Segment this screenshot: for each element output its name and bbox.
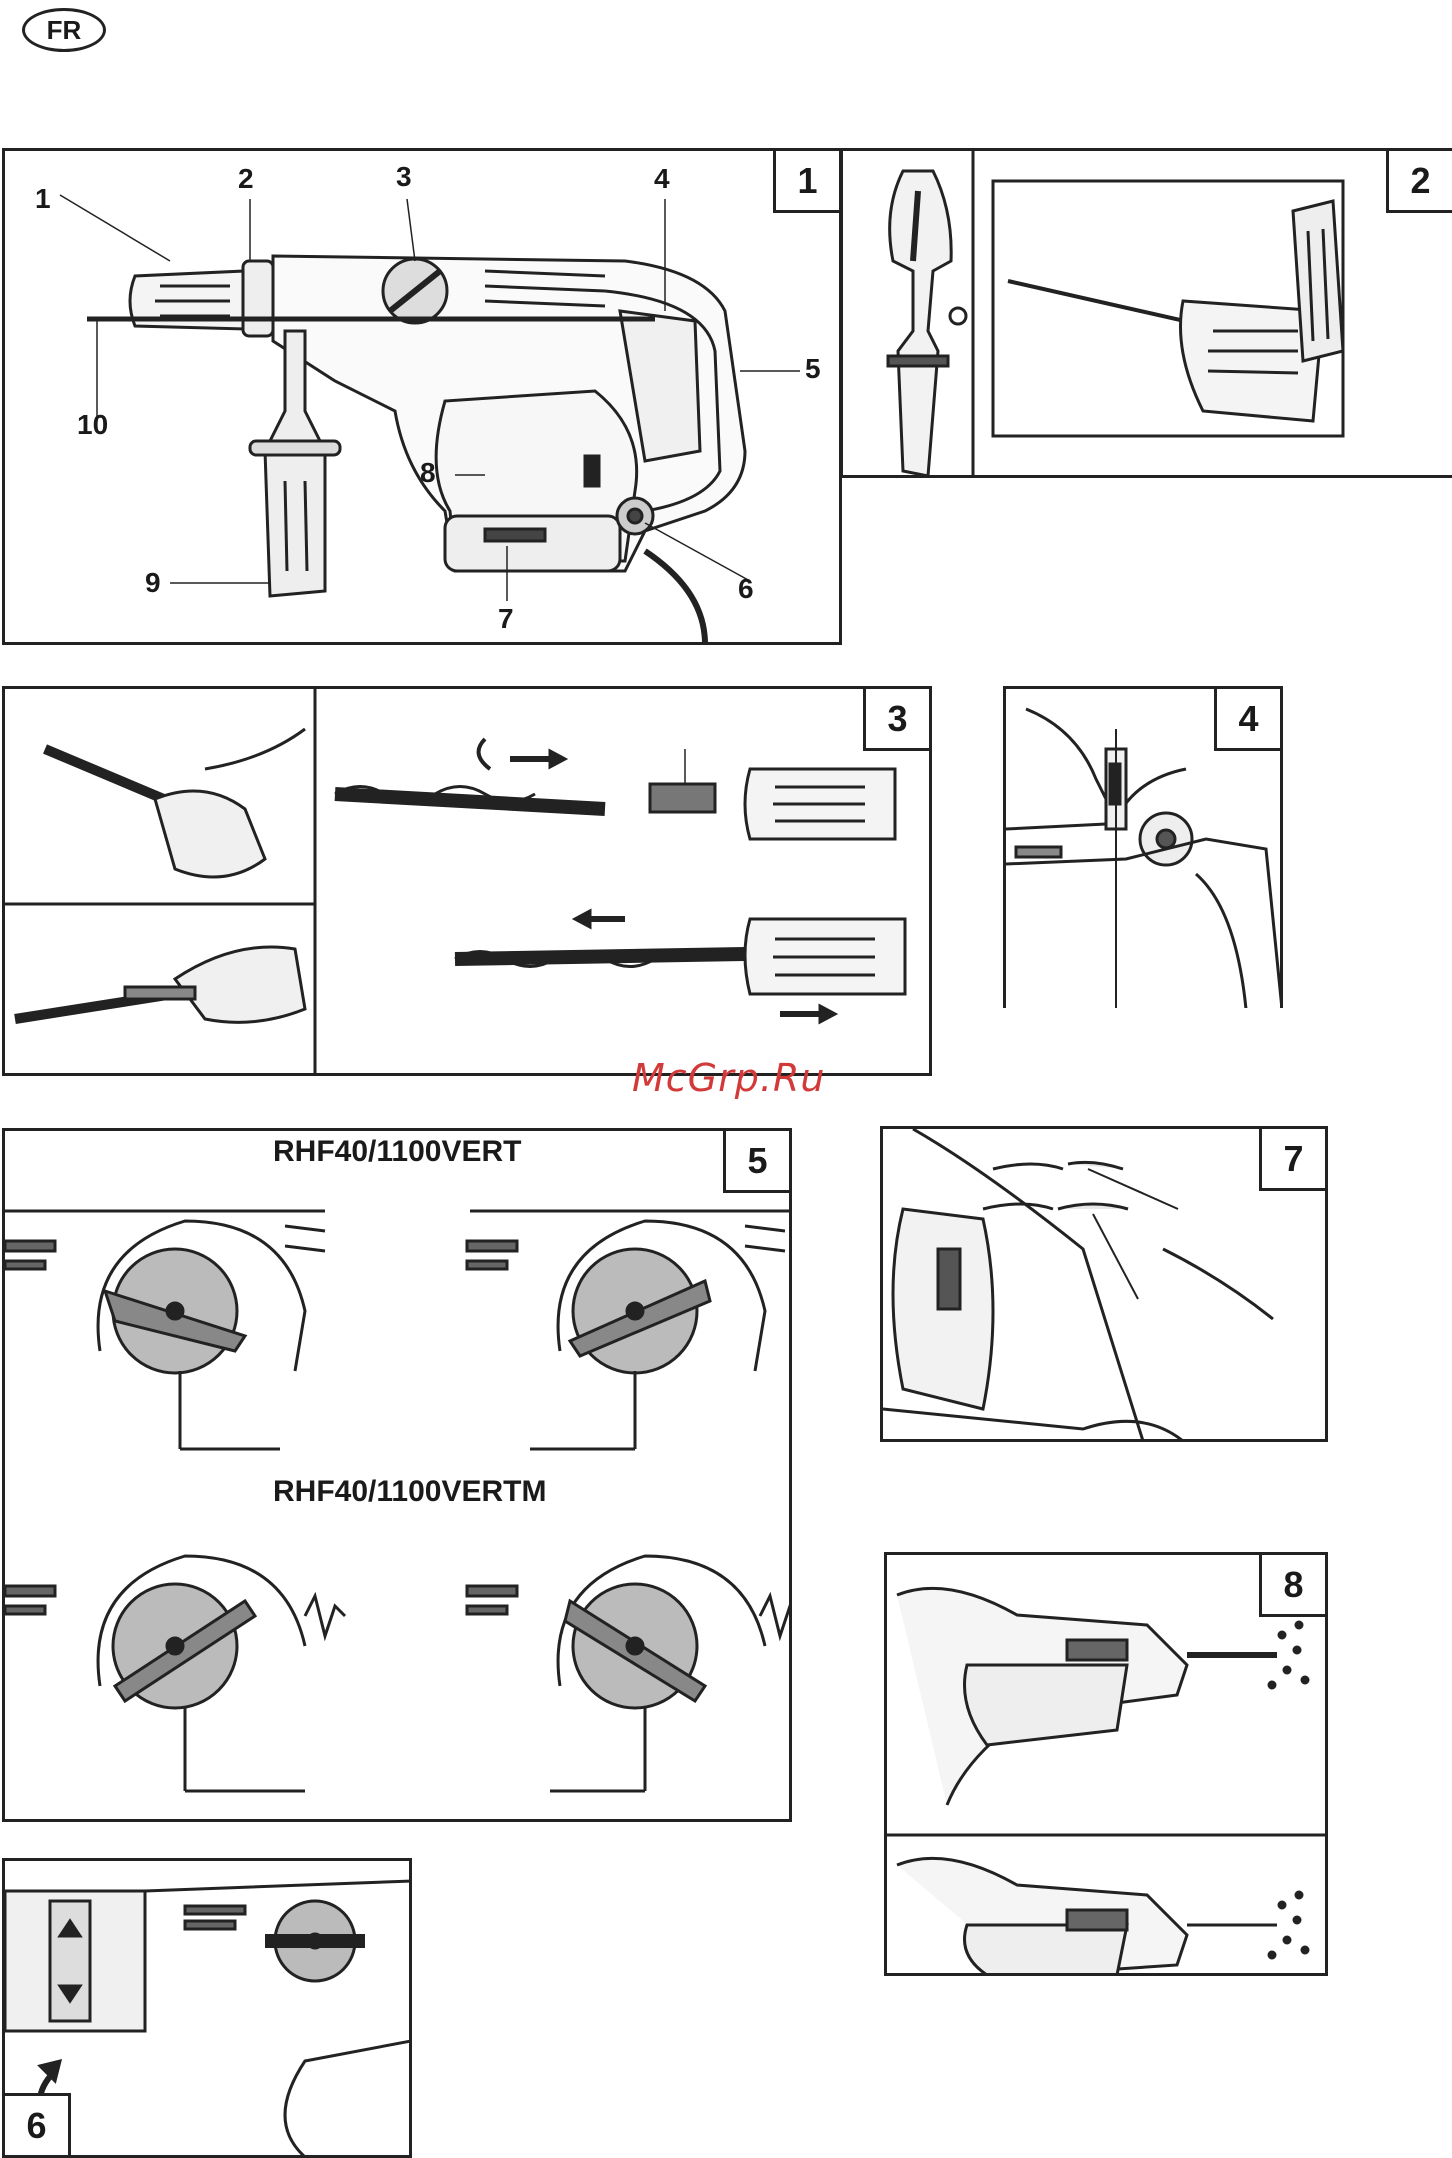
- figure-number: 2: [1386, 151, 1452, 213]
- figure-number: 4: [1214, 689, 1280, 751]
- model-name-top: RHF40/1100VERT: [273, 1135, 521, 1169]
- figure-8-panel: 8: [884, 1552, 1328, 1976]
- figure-number: 3: [863, 689, 929, 751]
- model-name-bottom: RHF40/1100VERTM: [273, 1475, 546, 1509]
- callout-4: 4: [654, 163, 670, 195]
- bit-insertion-illustration: [5, 689, 931, 1075]
- figure-3-panel: 3: [2, 686, 932, 1076]
- callout-10: 10: [77, 409, 108, 441]
- watermark-text: McGrp.Ru: [632, 1056, 825, 1100]
- hammer-drill-illustration: [5, 151, 841, 644]
- callout-9: 9: [145, 567, 161, 599]
- figure-number: 8: [1259, 1555, 1325, 1617]
- callout-6: 6: [738, 573, 754, 605]
- callout-2: 2: [238, 163, 254, 195]
- side-handle-illustration: [843, 151, 1452, 478]
- callout-7: 7: [498, 603, 514, 635]
- figure-number: 7: [1259, 1129, 1325, 1191]
- figure-1-panel: 1: [2, 148, 842, 645]
- callout-3: 3: [396, 161, 412, 193]
- figure-6-panel: 6: [2, 1858, 412, 2158]
- callout-1: 1: [35, 183, 51, 215]
- callout-5: 5: [805, 353, 821, 385]
- callout-8: 8: [420, 457, 436, 489]
- figure-5-panel: 5 RHF40/1100VERT RHF40/1100VERTM: [2, 1128, 792, 1822]
- figure-2-panel: 2: [840, 148, 1452, 478]
- figure-number: 5: [723, 1131, 789, 1193]
- figure-7-panel: 7: [880, 1126, 1328, 1442]
- figure-number: 6: [5, 2093, 71, 2155]
- figure-4-panel: 4: [1003, 686, 1283, 1008]
- drilling-usage-illustration: [887, 1555, 1327, 1975]
- language-badge: FR: [22, 8, 106, 52]
- figure-number: 1: [773, 151, 839, 213]
